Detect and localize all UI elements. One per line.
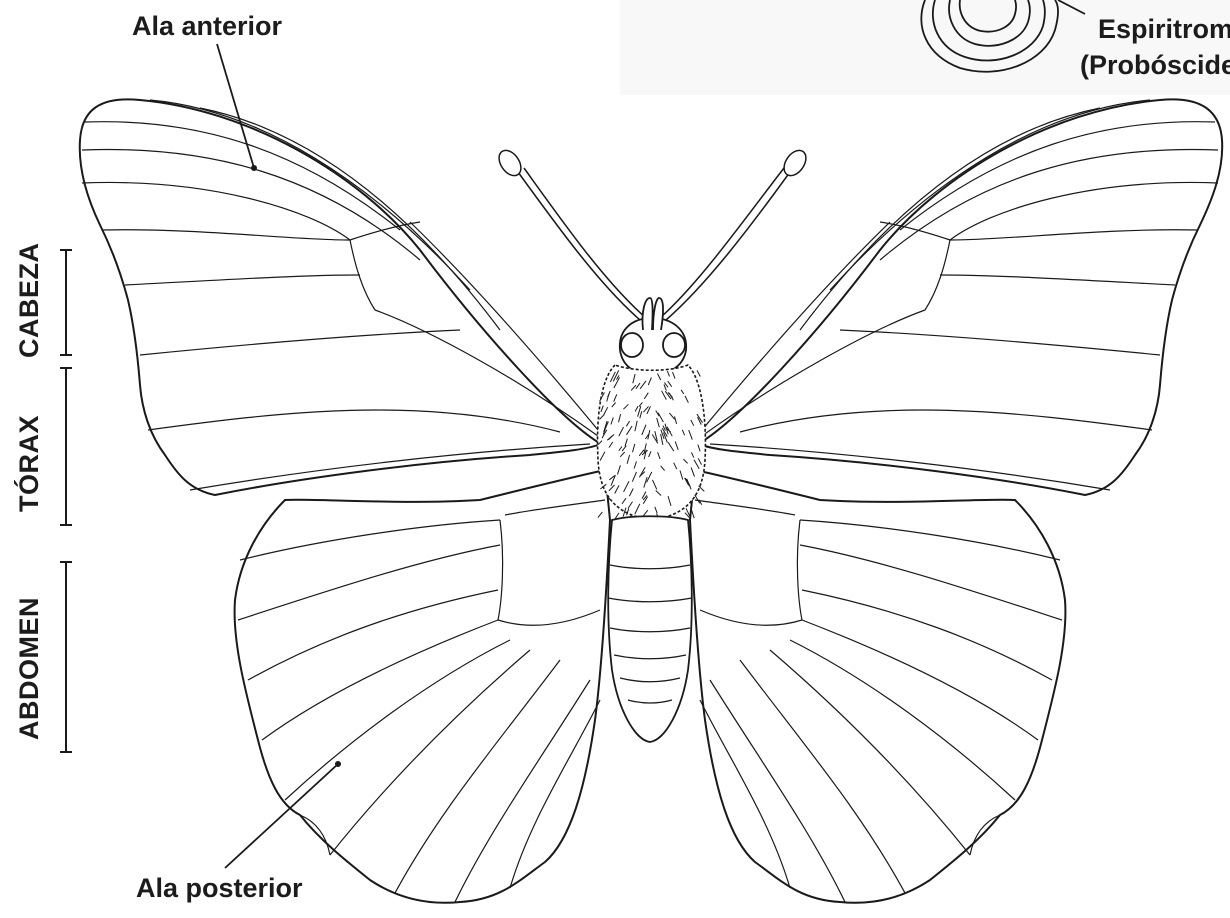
thorax	[598, 365, 706, 523]
left-hindwing	[235, 470, 610, 903]
proboscis-label-line2: (Probóscide)	[1080, 50, 1230, 81]
head	[620, 298, 686, 375]
right-forewing	[698, 99, 1222, 495]
antennae	[518, 168, 790, 320]
forewing-label: Ala anterior	[132, 11, 282, 42]
forewing-marker	[251, 165, 257, 171]
proboscis-label-line1: Espiritrompa	[1098, 14, 1230, 45]
body-section-brackets	[60, 250, 72, 752]
right-hindwing	[690, 470, 1065, 903]
hindwing-label: Ala posterior	[136, 873, 303, 904]
right-antenna-club	[780, 146, 811, 179]
abdomen	[608, 516, 692, 742]
hindwing-marker	[335, 761, 341, 767]
left-forewing	[80, 99, 601, 495]
thorax-label: TÓRAX	[14, 415, 45, 512]
head-label: CABEZA	[14, 243, 45, 359]
thorax-hair	[697, 370, 700, 376]
abdomen-label: ABDOMEN	[14, 597, 45, 740]
